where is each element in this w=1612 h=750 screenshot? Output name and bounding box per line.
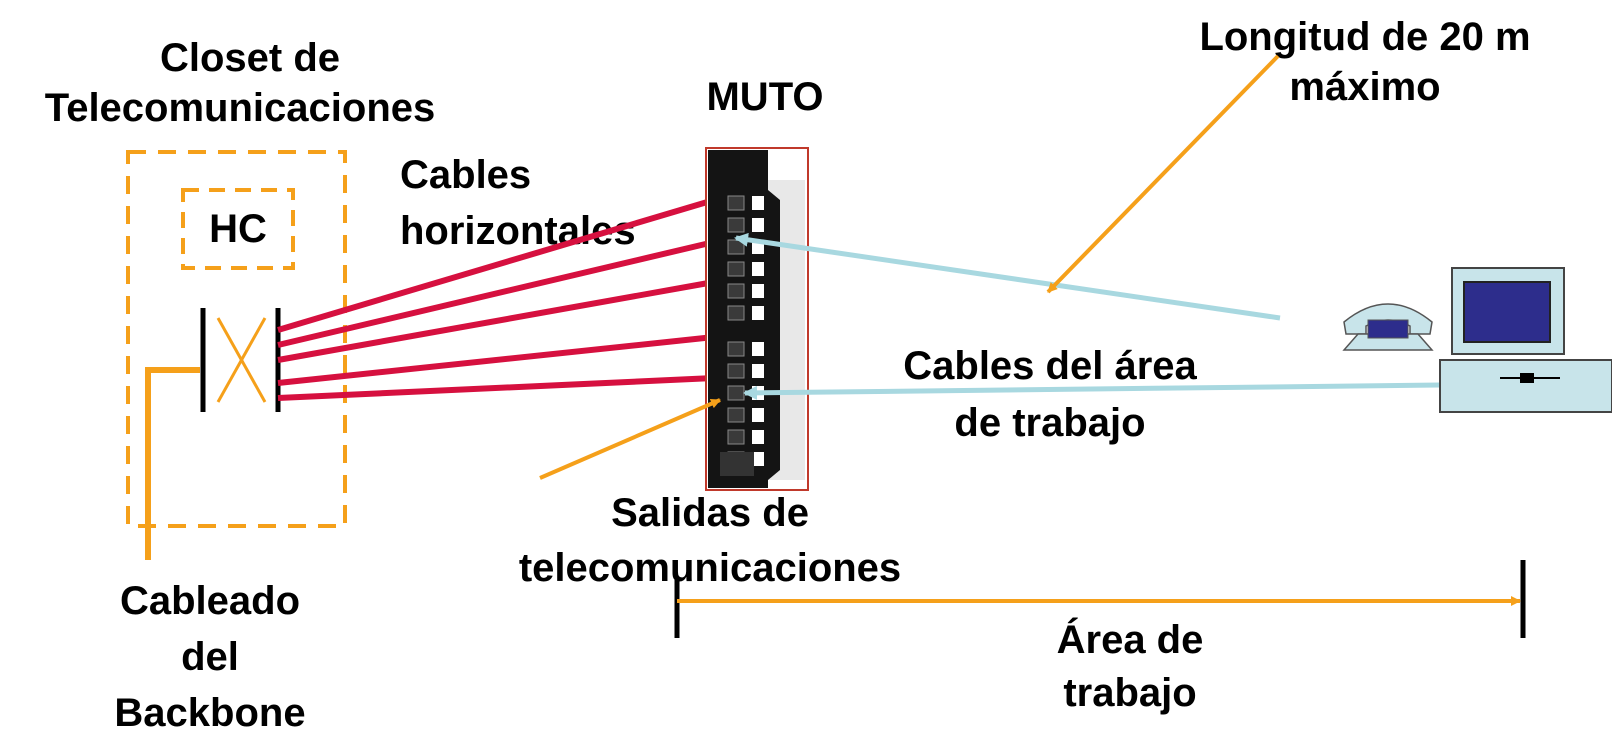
telephone-icon [1342,303,1434,351]
patch-port [727,341,745,357]
port-label-tab [752,196,764,210]
horizontal-cable [277,197,715,333]
cables-horizontales-label-line2: horizontales [400,209,636,253]
muto-patch-panel [705,147,809,491]
computer-icon [1439,267,1612,413]
cables-area-label-line2: de trabajo [954,401,1146,445]
length-pointer-arrow [1046,54,1280,294]
patch-port [727,407,745,423]
horizontal-cable [277,239,715,348]
muto-label: MUTO [706,75,824,119]
longitud-label-line1: Longitud de 20 m [1199,15,1531,59]
patch-port [727,363,745,379]
patch-port [727,429,745,445]
area-trabajo-label-line2: trabajo [1063,671,1197,715]
patch-port [727,217,745,233]
closet-box [126,150,347,528]
horizontal-cable [277,375,715,401]
horizontal-cable [277,279,715,363]
longitud-label-line2: máximo [1289,65,1441,109]
salidas-label-line2: telecomunicaciones [518,546,902,590]
patch-port [727,239,745,255]
backbone-label-line3: Backbone [114,691,306,735]
port-label-tab [752,218,764,232]
backbone-label-line1: Cableado [119,579,301,623]
horizontal-cable [277,334,715,386]
port-label-tab [752,342,764,356]
work-area-cable [743,382,1441,400]
area-trabajo-label-line1: Área de [1056,618,1204,662]
horizontal-cables [277,197,715,401]
port-label-tab [752,430,764,444]
port-label-tab [752,364,764,378]
port-label-tab [752,262,764,276]
salidas-label-line1: Salidas de [611,491,809,535]
work-area-cable [734,232,1281,321]
port-label-tab [752,452,764,466]
patch-port [727,261,745,277]
cross-connect-icon [200,308,281,412]
port-label-tab [752,408,764,422]
patch-port [727,385,745,401]
cables-area-label-line1: Cables del área [903,344,1197,388]
patch-port [727,305,745,321]
outlets-pointer-arrow [539,398,721,480]
closet-label-line2: Telecomunicaciones [44,86,436,130]
backbone-label-line2: del [181,635,239,679]
backbone-cable [145,367,200,560]
hc-label: HC [209,207,267,251]
port-label-tab [752,306,764,320]
patch-port [727,195,745,211]
port-label-tab [752,284,764,298]
hc-box [181,188,295,270]
patch-port [727,283,745,299]
closet-label-line1: Closet de [159,36,341,80]
cables-horizontales-label-line1: Cables [400,153,532,197]
